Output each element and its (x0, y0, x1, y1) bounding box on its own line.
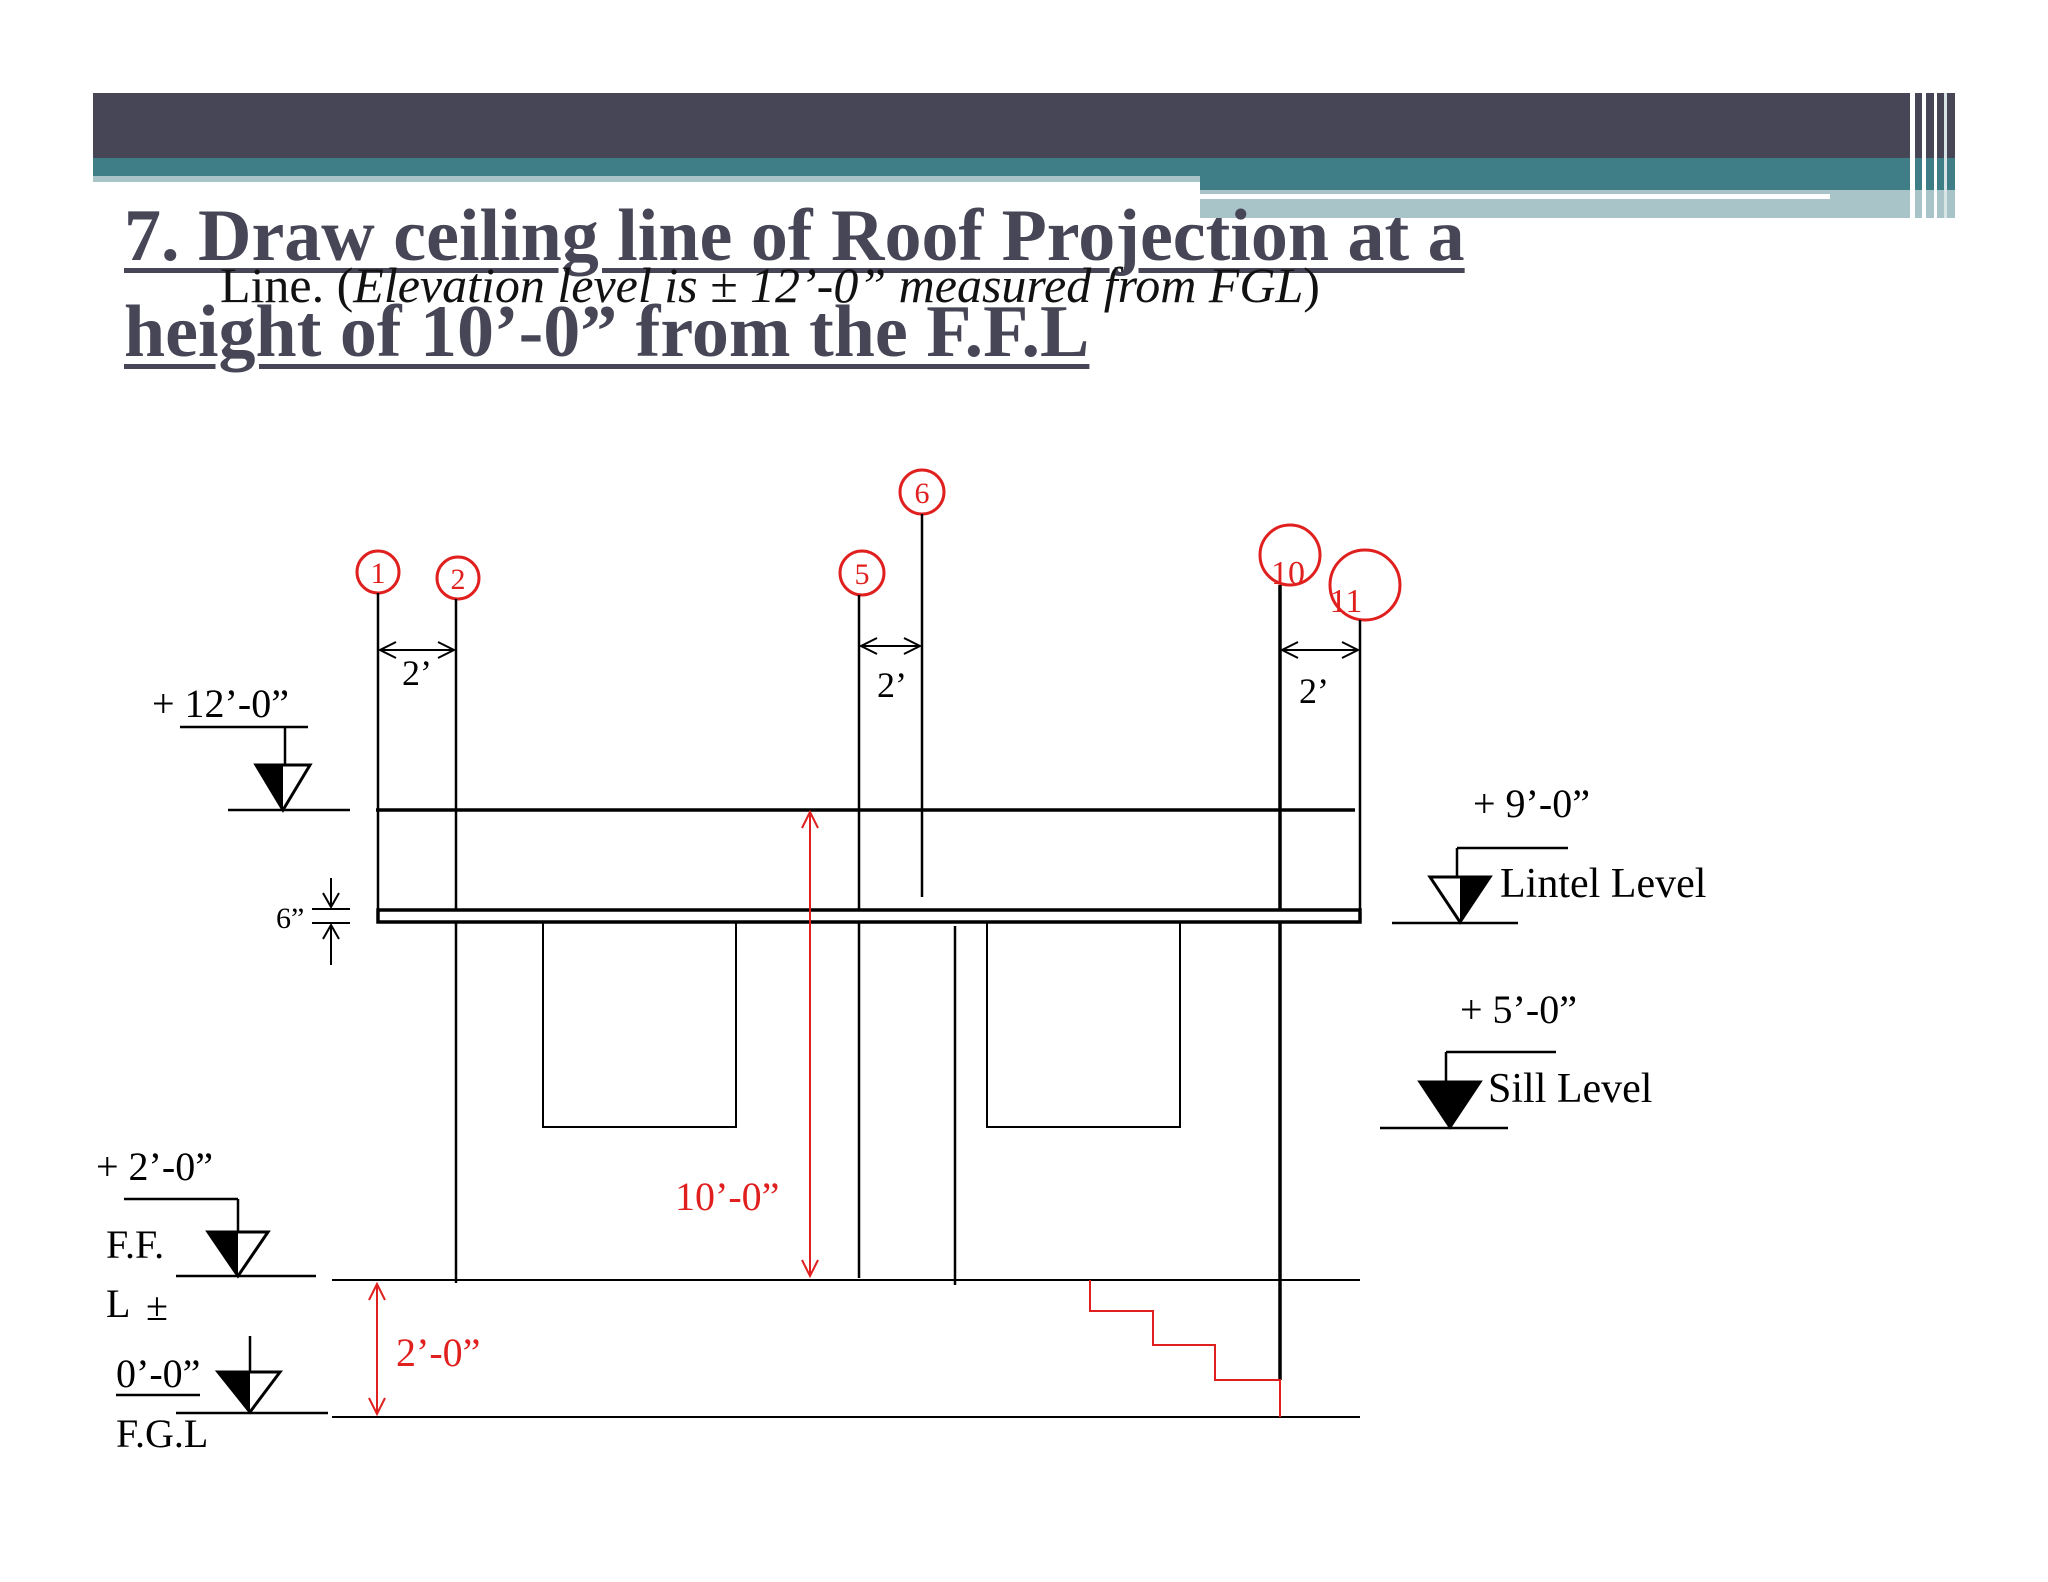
slab-dim-arrowhead (322, 922, 340, 940)
marker-6-label: 6 (915, 477, 930, 510)
fgl-level-name: F.G.L (116, 1411, 208, 1456)
slide-note: Line. (Elevation level is ± 12’-0” measu… (220, 252, 1420, 318)
marker-1-label: 1 (371, 557, 386, 590)
marker-10-label: 10 (1271, 555, 1305, 592)
ffl-level-name-2: L (106, 1281, 130, 1326)
slab-thickness-label: 6” (276, 902, 304, 935)
note-prefix: Line. ( (220, 257, 354, 313)
dim-2ft-label: 2’-0” (396, 1330, 480, 1375)
header-banner (93, 93, 1955, 218)
dim-10ft-arrowhead (801, 1259, 819, 1279)
slide-title: 7. Draw ceiling line of Roof Projection … (124, 188, 1824, 380)
window-opening-right (986, 923, 1181, 1128)
spacing-label-10-11: 2’ (1299, 671, 1329, 711)
title-line-1: Draw ceiling line of Roof Projection at … (198, 195, 1465, 277)
spacing-arrowhead (1341, 641, 1361, 659)
marker-2-label: 2 (451, 563, 466, 596)
dim-10ft-label: 10’-0” (675, 1174, 779, 1219)
spacing-arrowhead (377, 641, 397, 659)
lintel-level-marker-fill (1460, 877, 1490, 922)
dim-10ft-arrowhead (801, 809, 819, 829)
sill-level-name: Sill Level (1488, 1066, 1652, 1112)
ffl-level-value: + 2’-0” (96, 1144, 213, 1189)
lintel-level-name: Lintel Level (1500, 861, 1706, 907)
marker-11-label: 11 (1330, 583, 1363, 620)
level-12ft-marker-fill (256, 765, 283, 810)
sill-level-marker (1417, 1080, 1483, 1130)
entrance-steps (1089, 1280, 1281, 1417)
lintel-level-value: + 9’-0” (1473, 781, 1590, 826)
spacing-label-5-6: 2’ (877, 665, 907, 705)
marker-5-circle (838, 549, 886, 597)
ffl-level-name-1: F.F. (106, 1222, 164, 1267)
spacing-arrowhead (903, 637, 923, 655)
marker-11-circle (1328, 548, 1402, 622)
dim-2ft-arrowhead (368, 1281, 386, 1301)
sill-level-value: + 5’-0” (1460, 987, 1577, 1032)
spacing-arrowhead (437, 641, 457, 659)
level-12ft-label: + 12’-0” (152, 681, 289, 726)
title-line-2: height of 10’-0” from the F.F.L (124, 291, 1090, 373)
spacing-label-1-2: 2’ (402, 653, 432, 693)
fgl-plus-minus: ± (146, 1284, 168, 1329)
spacing-arrowhead (1279, 641, 1299, 659)
note-italic: Elevation level is ± 12’-0” measured fro… (353, 257, 1304, 313)
note-suffix: ) (1303, 257, 1320, 313)
fgl-level-value: 0’-0” (116, 1351, 200, 1396)
marker-2-circle (435, 555, 481, 601)
ffl-level-marker-fill (208, 1232, 238, 1276)
spacing-arrowhead (858, 637, 878, 655)
fgl-level-marker-fill (218, 1372, 250, 1412)
marker-5-label: 5 (855, 558, 870, 591)
dim-2ft-arrowhead (368, 1397, 386, 1417)
marker-10-circle (1258, 523, 1322, 587)
roof-slab (376, 908, 1362, 924)
step-number: 7. (124, 195, 180, 277)
window-opening-left (542, 923, 737, 1128)
slab-dim-arrowhead (322, 892, 340, 910)
